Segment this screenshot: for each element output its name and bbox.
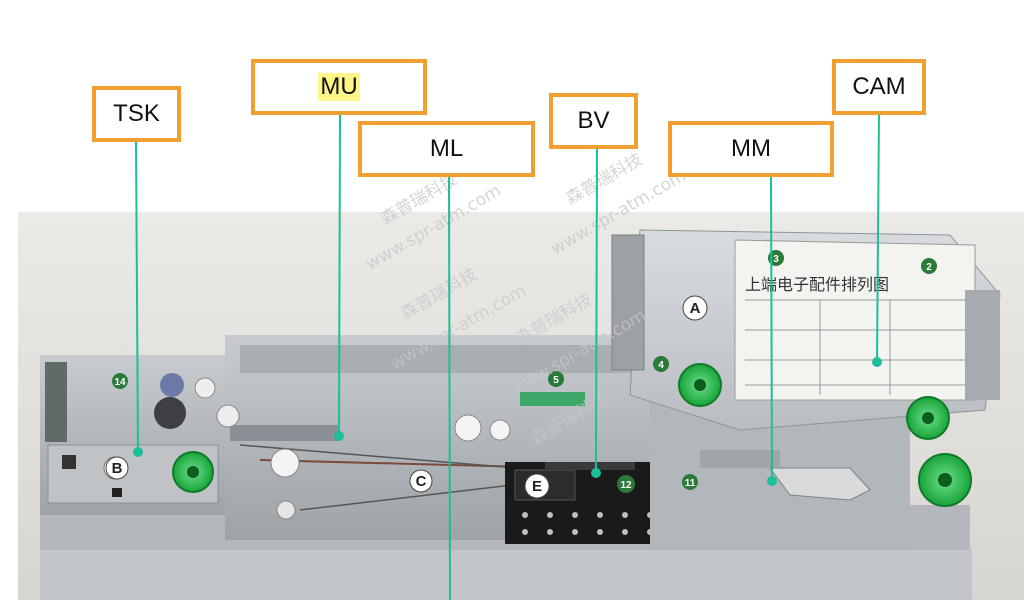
module-letters: A B C E xyxy=(105,295,708,499)
marker-14: 14 xyxy=(114,377,126,388)
module-letter-a: A xyxy=(690,300,701,317)
transport-section xyxy=(225,335,661,540)
marker-12: 12 xyxy=(620,480,632,491)
machine-base xyxy=(40,548,972,600)
green-wheels xyxy=(172,363,972,507)
marker-3: 3 xyxy=(773,254,779,265)
label-mm: MM xyxy=(668,121,834,177)
module-letter-b: B xyxy=(112,460,123,477)
label-mm-text: MM xyxy=(731,135,771,162)
leader-lines xyxy=(133,113,882,600)
label-cam-text: CAM xyxy=(852,73,906,100)
marker-11: 11 xyxy=(685,478,696,489)
cam-module xyxy=(611,229,1001,431)
label-cam: CAM xyxy=(832,59,926,115)
label-ml-text: ML xyxy=(429,135,464,162)
label-bv-text: BV xyxy=(577,107,610,134)
marker-5: 5 xyxy=(553,375,559,386)
label-tsk: TSK xyxy=(92,86,181,142)
label-tsk-text: TSK xyxy=(113,100,160,127)
label-ml: ML xyxy=(358,121,535,177)
label-bv: BV xyxy=(549,93,638,149)
label-mu-text: MU xyxy=(318,73,360,101)
marker-4: 4 xyxy=(658,360,664,371)
panel-title: 上端电子配件排列图 xyxy=(745,275,889,294)
module-numbers: 2 3 4 5 11 12 14 xyxy=(112,250,937,493)
label-mu: MU xyxy=(251,59,427,115)
marker-2: 2 xyxy=(926,262,932,273)
module-letter-c: C xyxy=(416,473,427,490)
module-letter-e: E xyxy=(532,478,542,495)
